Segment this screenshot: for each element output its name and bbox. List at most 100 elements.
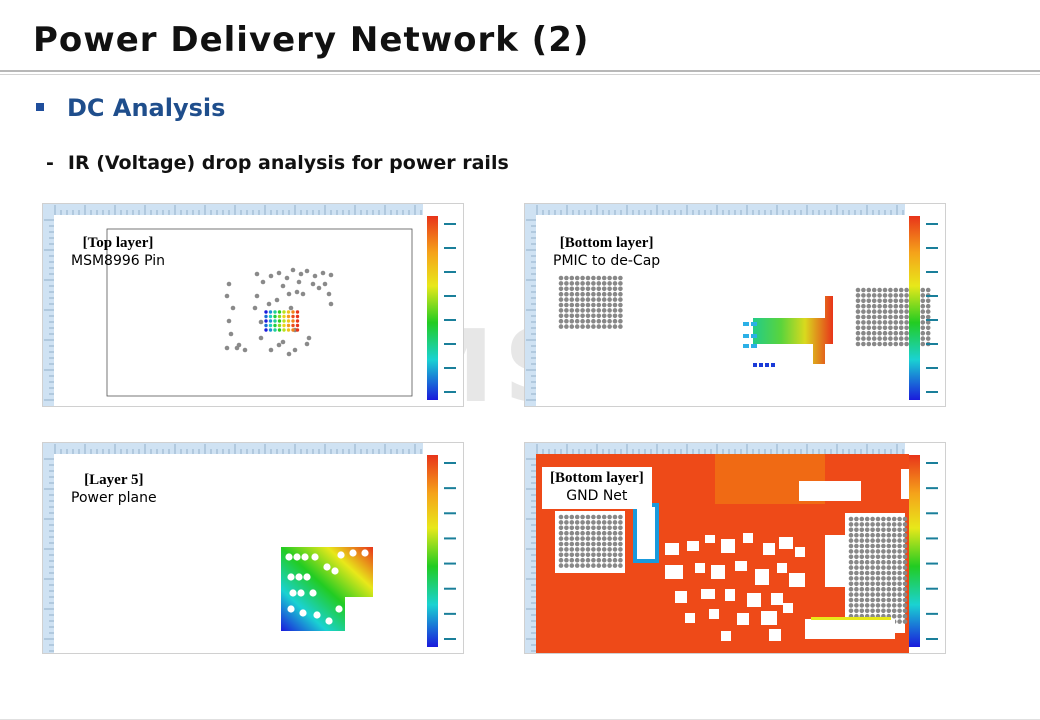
pad bbox=[854, 549, 859, 554]
pad bbox=[891, 592, 897, 597]
pad bbox=[920, 287, 926, 293]
pad bbox=[612, 318, 618, 324]
via-hole bbox=[311, 553, 319, 561]
pad bbox=[898, 336, 904, 341]
pad bbox=[897, 527, 902, 533]
pad bbox=[891, 538, 897, 543]
pad bbox=[277, 319, 282, 323]
pad bbox=[855, 298, 861, 304]
pad bbox=[607, 547, 612, 552]
pad bbox=[864, 549, 870, 554]
ruler-horizontal bbox=[525, 204, 905, 215]
decap bbox=[753, 363, 757, 367]
pad bbox=[580, 281, 585, 286]
pad bbox=[866, 325, 872, 331]
pad bbox=[585, 563, 591, 568]
ruler-bar bbox=[525, 454, 536, 653]
pad bbox=[902, 586, 908, 592]
pad bbox=[591, 291, 596, 297]
pad bbox=[854, 570, 859, 576]
pad bbox=[891, 613, 897, 619]
pad bbox=[612, 530, 618, 536]
pad bbox=[877, 341, 882, 347]
pad bbox=[893, 325, 899, 331]
pad bbox=[881, 549, 886, 554]
pad bbox=[574, 318, 580, 324]
pad bbox=[291, 319, 295, 323]
pad bbox=[864, 565, 870, 570]
legend-tick-label bbox=[926, 512, 938, 515]
pad bbox=[580, 297, 585, 302]
pad bbox=[601, 302, 607, 308]
pad bbox=[875, 549, 881, 554]
pad bbox=[569, 563, 575, 568]
pad bbox=[870, 608, 875, 614]
pad bbox=[618, 281, 623, 286]
pad bbox=[618, 520, 623, 525]
pad bbox=[612, 291, 618, 297]
legend-bar bbox=[909, 216, 920, 400]
pad bbox=[875, 581, 881, 587]
pad bbox=[886, 603, 892, 608]
via-hole bbox=[289, 589, 297, 597]
pad bbox=[564, 291, 569, 297]
pad bbox=[607, 313, 612, 319]
pad bbox=[881, 570, 886, 576]
pad bbox=[893, 287, 899, 293]
pad bbox=[591, 557, 596, 563]
pad bbox=[564, 281, 569, 286]
pad bbox=[861, 330, 866, 336]
pad bbox=[295, 314, 300, 319]
decap bbox=[771, 363, 775, 367]
pad bbox=[596, 302, 602, 308]
pin bbox=[230, 305, 236, 311]
pad bbox=[574, 286, 580, 292]
pad bbox=[607, 302, 612, 308]
pad bbox=[904, 325, 909, 331]
pad bbox=[904, 287, 909, 293]
pad bbox=[558, 552, 564, 558]
pad bbox=[875, 516, 881, 522]
pad bbox=[848, 597, 854, 603]
pin bbox=[316, 285, 322, 291]
pad bbox=[897, 543, 902, 549]
pad bbox=[580, 308, 585, 313]
pad bbox=[264, 319, 268, 323]
pad bbox=[848, 603, 854, 608]
via-hole bbox=[313, 611, 321, 619]
decap bbox=[751, 322, 757, 326]
pad bbox=[891, 576, 897, 581]
pad bbox=[902, 538, 908, 543]
pad bbox=[585, 530, 591, 536]
pad bbox=[612, 514, 618, 520]
legend-tick-label bbox=[444, 462, 456, 464]
pad bbox=[864, 608, 870, 614]
pin bbox=[286, 291, 292, 297]
color-legend bbox=[909, 216, 938, 400]
legend-tick-label bbox=[926, 587, 938, 590]
gnd-void bbox=[721, 539, 735, 553]
power-trace bbox=[753, 296, 833, 364]
pad bbox=[585, 313, 591, 319]
pad bbox=[870, 597, 875, 603]
subheading-text: IR (Voltage) drop analysis for power rai… bbox=[67, 152, 509, 174]
pad bbox=[591, 302, 596, 308]
pad bbox=[864, 570, 870, 576]
pad bbox=[612, 541, 618, 547]
pad bbox=[864, 527, 870, 533]
pad bbox=[286, 310, 291, 314]
pad bbox=[882, 298, 888, 304]
pad bbox=[612, 520, 618, 525]
pad bbox=[580, 547, 585, 552]
pad bbox=[596, 552, 602, 558]
pad bbox=[286, 328, 291, 332]
pad bbox=[291, 323, 295, 328]
pad bbox=[920, 293, 926, 298]
pin bbox=[242, 347, 248, 353]
decap bbox=[765, 363, 769, 367]
pad bbox=[877, 320, 882, 325]
pad bbox=[898, 320, 904, 325]
pad bbox=[861, 298, 866, 304]
pad bbox=[618, 514, 623, 520]
pad bbox=[848, 592, 854, 597]
